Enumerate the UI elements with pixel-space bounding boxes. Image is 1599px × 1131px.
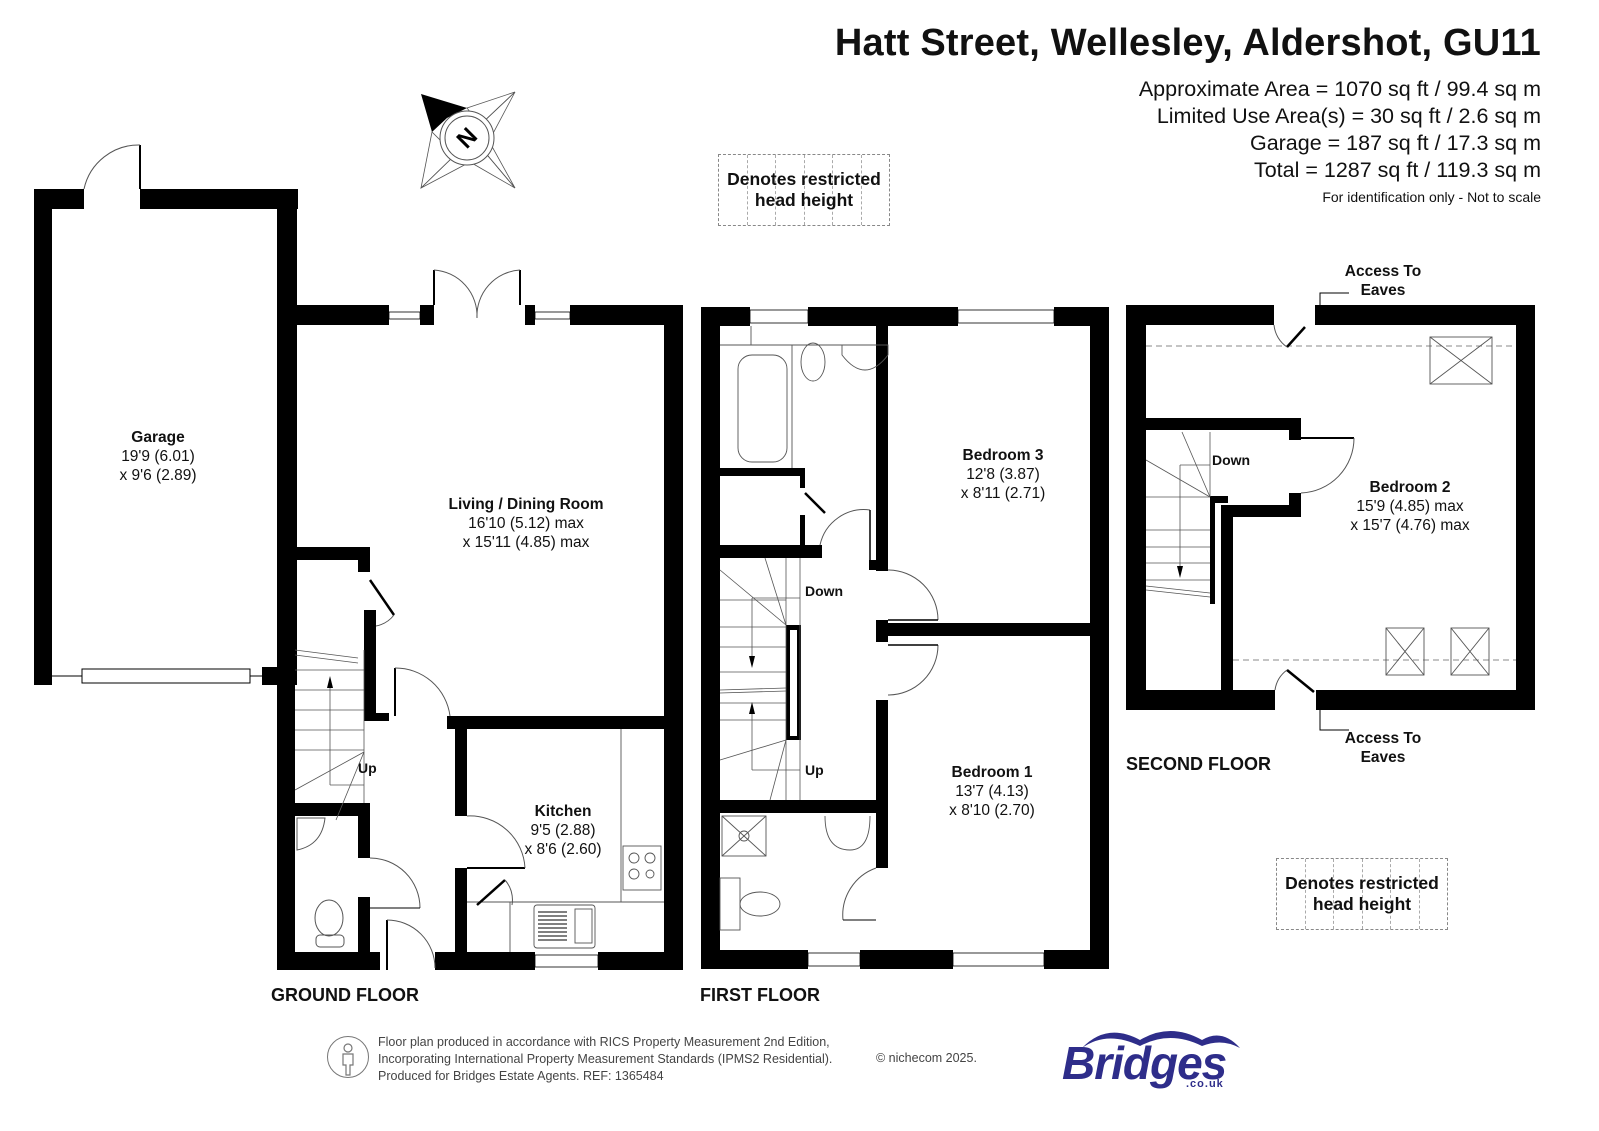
property-address-title: Hatt Street, Wellesley, Aldershot, GU11	[834, 22, 1541, 64]
compass-rose-icon: N	[420, 91, 516, 190]
room-label-living-dining: Living / Dining Room 16'10 (5.12) max x …	[448, 496, 604, 551]
room-label-bedroom-1: Bedroom 1 13'7 (4.13) x 8'10 (2.70)	[949, 764, 1035, 819]
stairs-down-label-first: Down	[805, 583, 844, 599]
eaves-access-label-top: Access To Eaves	[1344, 263, 1422, 299]
second-floor-walls	[1126, 305, 1535, 710]
bridges-logo: Bridges .co.uk	[1062, 1022, 1242, 1092]
scale-disclaimer: For identification only - Not to scale	[1322, 189, 1541, 205]
room-label-bedroom-3: Bedroom 3 12'8 (3.87) x 8'11 (2.71)	[960, 447, 1046, 502]
logo-arches-icon	[1082, 1031, 1240, 1048]
copyright-notice: © nichecom 2025.	[876, 1051, 977, 1065]
floor-label-first: FIRST FLOOR	[700, 985, 820, 1005]
room-label-kitchen: Kitchen 9'5 (2.88) x 8'6 (2.60)	[524, 803, 602, 858]
area-summary: Approximate Area = 1070 sq ft / 99.4 sq …	[1139, 76, 1541, 210]
garage-area: Garage = 187 sq ft / 17.3 sq m	[1249, 131, 1541, 155]
floor-label-ground: GROUND FLOOR	[271, 985, 419, 1005]
eaves-access-label-bottom: Access To Eaves	[1344, 730, 1422, 766]
ground-floor-walls	[277, 305, 683, 970]
person-icon	[327, 1036, 369, 1078]
approximate-area: Approximate Area = 1070 sq ft / 99.4 sq …	[1138, 77, 1541, 101]
room-label-garage: Garage 19'9 (6.01) x 9'6 (2.89)	[119, 429, 197, 484]
limited-use-area: Limited Use Area(s) = 30 sq ft / 2.6 sq …	[1156, 104, 1541, 128]
room-label-bedroom-2: Bedroom 2 15'9 (4.85) max x 15'7 (4.76) …	[1350, 479, 1470, 534]
first-floor-walls	[701, 307, 1109, 969]
total-area: Total = 1287 sq ft / 119.3 sq m	[1253, 158, 1541, 182]
stairs-up-label-first: Up	[805, 762, 824, 778]
stairs-down-label-second: Down	[1212, 452, 1251, 468]
stairs-up-label-ground: Up	[358, 760, 377, 776]
measurement-standard-footer: Floor plan produced in accordance with R…	[378, 1035, 833, 1083]
floor-label-second: SECOND FLOOR	[1126, 754, 1272, 774]
